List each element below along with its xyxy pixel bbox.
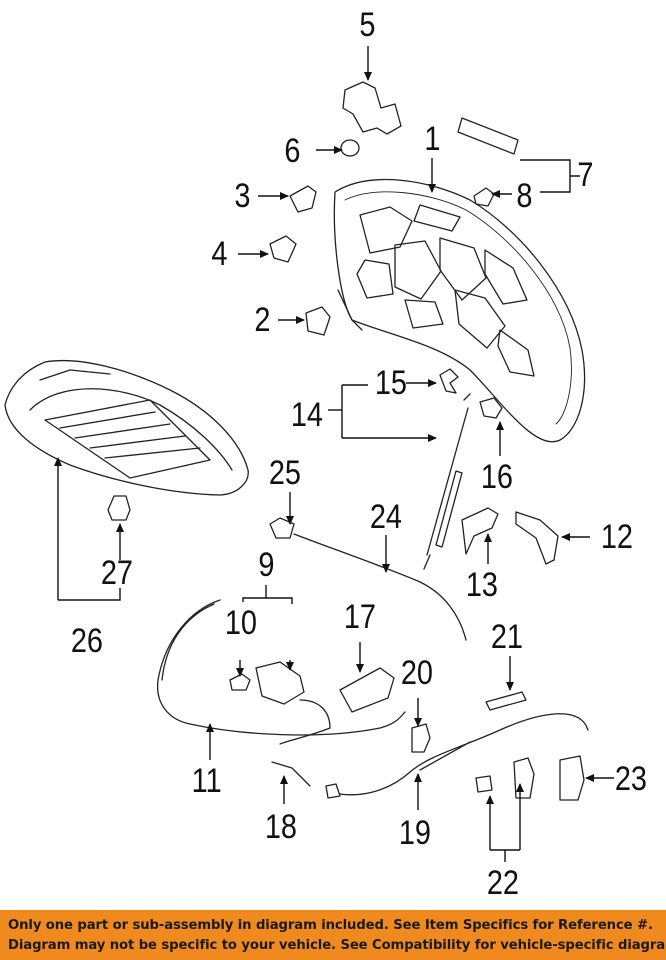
callout-13: 13 [465, 566, 498, 604]
callout-9: 9 [258, 546, 275, 584]
callout-22: 22 [486, 864, 519, 902]
parts-illustration [4, 46, 614, 862]
bracket-lines [58, 159, 580, 862]
hood-bracket [305, 306, 331, 336]
latch-cable [279, 699, 331, 745]
strut-clip [439, 368, 459, 394]
seal-block [485, 691, 527, 711]
hood-insulator [4, 359, 249, 496]
lift-strut [423, 393, 471, 570]
parts-diagram: 5 1 6 7 3 8 4 2 15 14 16 25 24 12 27 9 1… [4, 6, 647, 902]
callout-11: 11 [191, 762, 222, 800]
callout-14: 14 [290, 396, 323, 434]
seal-clip [473, 187, 495, 207]
hood-stop [269, 235, 297, 263]
hinge-bolt [289, 185, 317, 213]
callout-21: 21 [490, 618, 523, 656]
callout-23: 23 [614, 760, 647, 798]
callout-18: 18 [264, 808, 297, 846]
hood-latch [255, 661, 305, 705]
hood-seal [457, 117, 519, 155]
callout-8: 8 [516, 177, 533, 215]
callout-2: 2 [254, 301, 271, 339]
latch-bracket [515, 511, 559, 565]
callout-7: 7 [577, 156, 594, 194]
release-cable-upper [293, 533, 467, 641]
ball-stud [479, 397, 503, 419]
callout-5: 5 [359, 6, 376, 44]
hood-bumper [340, 139, 360, 157]
latch-actuator [229, 673, 251, 691]
disclaimer-banner: Only one part or sub-assembly in diagram… [0, 910, 666, 960]
disclaimer-line-2: Diagram may not be specific to your vehi… [8, 938, 666, 953]
callout-27: 27 [100, 554, 133, 592]
striker [461, 507, 499, 555]
latch-mount [475, 757, 535, 799]
callout-16: 16 [480, 458, 513, 496]
insulator-clip [107, 495, 131, 521]
leader-lines [54, 46, 614, 850]
callout-24: 24 [369, 498, 402, 536]
cable-clip [271, 761, 311, 787]
release-lever [339, 667, 395, 713]
hood-hinge [342, 81, 402, 135]
callout-20: 20 [400, 654, 433, 692]
callout-10: 10 [224, 604, 257, 642]
callout-1: 1 [424, 120, 441, 158]
release-cable-lower [329, 713, 589, 796]
secondary-latch [411, 723, 431, 753]
callout-6: 6 [284, 132, 301, 170]
callout-3: 3 [234, 177, 251, 215]
callout-4: 4 [211, 235, 228, 273]
callout-26: 26 [70, 622, 103, 660]
hood-panel [333, 178, 586, 443]
callout-25: 25 [268, 454, 301, 492]
callout-19: 19 [398, 814, 431, 852]
callout-12: 12 [600, 518, 633, 556]
weatherstrip [156, 599, 406, 736]
callout-17: 17 [343, 598, 376, 636]
disclaimer-line-1: Only one part or sub-assembly in diagram… [8, 918, 653, 933]
latch-support [559, 755, 585, 801]
callout-15: 15 [374, 364, 407, 402]
